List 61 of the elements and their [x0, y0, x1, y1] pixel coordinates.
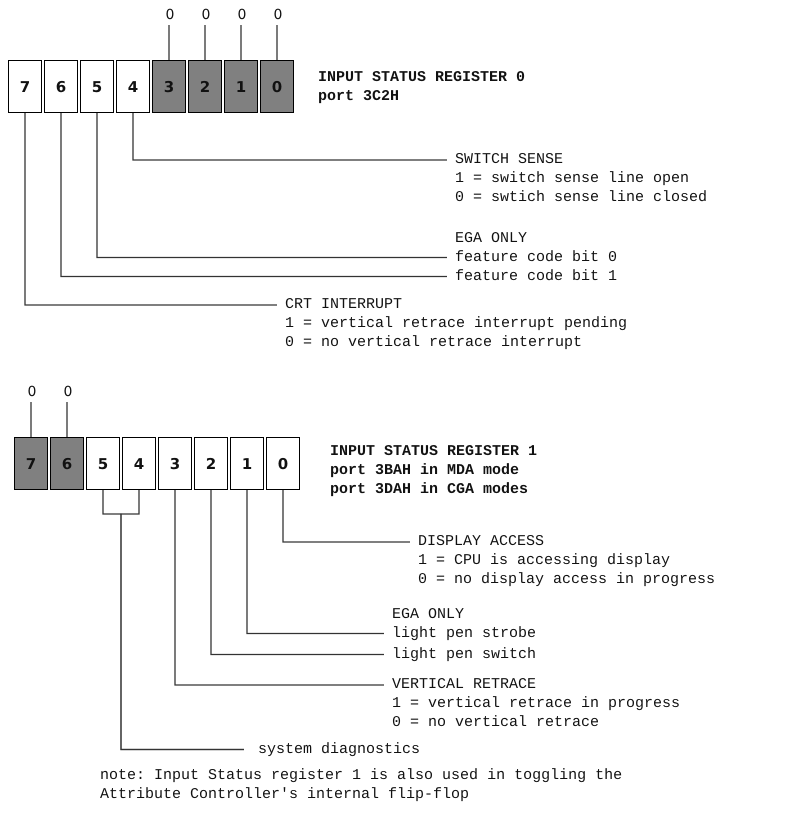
bit-cell: 2 — [188, 60, 222, 113]
bit-value: 0 — [270, 6, 286, 25]
value-description: 1 = CPU is accessing display — [418, 551, 672, 570]
value-description: 1 = vertical retrace in progress — [392, 694, 680, 713]
bit-cell: 1 — [230, 437, 264, 490]
leader-line — [66, 402, 68, 437]
bit-cell: 4 — [116, 60, 150, 113]
bit-cell: 6 — [44, 60, 78, 113]
field-heading: DISPLAY ACCESS — [418, 532, 546, 551]
leader-line — [132, 113, 447, 161]
bit-cell: 3 — [158, 437, 192, 490]
port-address: port 3BAH in MDA mode — [330, 461, 520, 480]
port-address: port 3DAH in CGA modes — [330, 480, 528, 499]
note-text: note: Input Status register 1 is also used in toggling the Attribute Controller's internal flip-flop — [100, 766, 624, 804]
field-heading: EGA ONLY — [455, 229, 528, 248]
bit-cell: 5 — [86, 437, 120, 490]
leader-line — [24, 113, 277, 306]
bit-cell: 2 — [194, 437, 228, 490]
leader-line — [240, 25, 242, 60]
bit-cell: 6 — [50, 437, 84, 490]
register-title: INPUT STATUS REGISTER 1 — [330, 442, 538, 461]
bit-value: 0 — [60, 383, 76, 402]
bit-value: 0 — [24, 383, 40, 402]
field-heading: SWITCH SENSE — [455, 150, 564, 169]
field-description: feature code bit 1 — [455, 267, 618, 286]
leader-line — [246, 490, 384, 634]
leader-line — [276, 25, 278, 60]
bit-cell: 4 — [122, 437, 156, 490]
bit-cell: 0 — [266, 437, 300, 490]
bit-value: 0 — [198, 6, 214, 25]
leader-line — [204, 25, 206, 60]
bit-cell: 1 — [224, 60, 258, 113]
bit-cell: 7 — [14, 437, 48, 490]
field-heading: VERTICAL RETRACE — [392, 675, 538, 694]
bit-cell: 5 — [80, 60, 114, 113]
leader-line — [174, 490, 384, 686]
field-heading: CRT INTERRUPT — [285, 295, 404, 314]
bit-cell: 7 — [8, 60, 42, 113]
field-description: system diagnostics — [258, 740, 420, 759]
value-description: 0 = no vertical retrace interrupt — [285, 333, 584, 352]
field-description: light pen strobe — [392, 624, 536, 643]
leader-line — [60, 113, 447, 278]
bit-cell: 0 — [260, 60, 294, 113]
register-title: INPUT STATUS REGISTER 0 — [318, 68, 526, 87]
value-description: 0 = swtich sense line closed — [455, 188, 708, 207]
bit-value: 0 — [162, 6, 178, 25]
bit-value: 0 — [234, 6, 250, 25]
value-description: 1 = switch sense line open — [455, 169, 690, 188]
value-description: 0 = no display access in progress — [418, 570, 716, 589]
value-description: 1 = vertical retrace interrupt pending — [285, 314, 628, 333]
value-description: 0 = no vertical retrace — [392, 713, 600, 732]
leader-line — [168, 25, 170, 60]
leader-line — [30, 402, 32, 437]
bit-cell: 3 — [152, 60, 186, 113]
port-address: port 3C2H — [318, 87, 400, 106]
leader-line — [282, 490, 410, 543]
field-description: light pen switch — [392, 645, 536, 664]
leader-line — [210, 490, 384, 656]
field-description: feature code bit 0 — [455, 248, 618, 267]
leader-line — [96, 113, 447, 258]
field-heading: EGA ONLY — [392, 605, 464, 624]
